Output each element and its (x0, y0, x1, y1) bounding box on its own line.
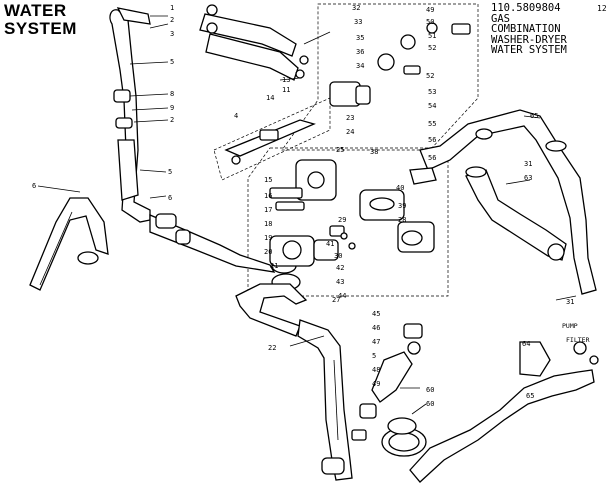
callout-24: 24 (346, 128, 354, 136)
callout-6: 6 (32, 182, 36, 190)
callout-21: 21 (270, 262, 278, 270)
pump-tag: PUMP (562, 322, 578, 330)
callout-31b: 31 (566, 298, 574, 306)
callout-13: 13 (282, 76, 290, 84)
description-line-1: GAS (491, 12, 510, 25)
callout-3: 3 (170, 30, 174, 38)
leader-lines (37, 15, 577, 415)
callout-51: 50 (426, 18, 434, 26)
callout-36: 36 (356, 48, 364, 56)
callout-20: 20 (264, 248, 272, 256)
callout-4: 4 (234, 112, 238, 120)
drain-pipe-22 (297, 319, 353, 481)
callout-42: 42 (336, 264, 344, 272)
callout-28: 28 (398, 216, 406, 224)
callout-8: 8 (170, 90, 174, 98)
callout-35: 35 (356, 34, 364, 42)
callout-18: 18 (264, 220, 272, 228)
callout-31: 31 (524, 160, 532, 168)
callout-60: 60 (426, 386, 434, 394)
callout-5b: 5 (168, 168, 172, 176)
model-info: 110.5809804 GAS COMBINATION WASHER-DRYER… (491, 3, 567, 56)
callout-52: 51 (428, 32, 436, 40)
callout-6b: 6 (168, 194, 172, 202)
callout-65: 65 (530, 112, 538, 120)
callout-49: 49 (372, 380, 380, 388)
callout-56: 55 (428, 120, 436, 128)
callout-57: 56 (428, 136, 436, 144)
mixing-valve-subassembly-box (247, 147, 449, 297)
callout-45: 45 (372, 310, 380, 318)
model-number: 110.5809804 (491, 2, 561, 14)
page-number: 12 (597, 4, 607, 13)
callout-39: 39 (398, 202, 406, 210)
fill-pipe-left (109, 7, 151, 223)
callout-16: 16 (264, 192, 272, 200)
description-line-2: COMBINATION (491, 23, 561, 35)
callout-33: 33 (354, 18, 362, 26)
callout-43: 43 (336, 278, 344, 286)
callout-32: 32 (352, 4, 360, 12)
callout-54: 53 (428, 88, 436, 96)
callout-17: 17 (264, 206, 272, 214)
filter-tag: FILTER (566, 336, 590, 344)
callout-27: 27 (332, 296, 340, 304)
callout-29: 29 (338, 216, 346, 224)
callout-55: 54 (428, 102, 436, 110)
callout-64: 64 (522, 340, 530, 348)
callout-11: 11 (282, 86, 290, 94)
inlet-hose-assembly (199, 4, 309, 81)
callout-53b: 52 (426, 72, 434, 80)
callout-5: 5 (170, 58, 174, 66)
callout-40: 40 (396, 184, 404, 192)
callout-9: 9 (170, 104, 174, 112)
callout-22: 22 (268, 344, 276, 352)
mixing-valve-assembly (269, 159, 435, 267)
callout-2b: 2 (170, 116, 174, 124)
drain-pipe-63 (465, 166, 567, 261)
callout-14: 14 (266, 94, 274, 102)
title-line-2: SYSTEM (4, 19, 77, 38)
callout-65b: 65 (526, 392, 534, 400)
callout-23: 23 (346, 114, 354, 122)
callout-57b: 56 (428, 154, 436, 162)
callout-53: 52 (428, 44, 436, 52)
callout-19: 19 (264, 234, 272, 242)
description-line-3: WASHER-DRYER (491, 33, 567, 46)
callout-5c: 5 (372, 352, 376, 360)
callout-1: 1 (170, 4, 174, 12)
callout-34: 34 (356, 62, 364, 70)
description-line-4: WATER SYSTEM (491, 44, 567, 56)
callout-46: 46 (372, 324, 380, 332)
small-fittings-column (351, 323, 423, 441)
callout-2: 2 (170, 16, 174, 24)
callout-47: 47 (372, 338, 380, 346)
callout-44: 44 (338, 292, 346, 300)
title-line-1: WATER (4, 1, 67, 20)
callout-30: 30 (334, 252, 342, 260)
callout-25: 25 (336, 146, 344, 154)
callout-63: 63 (524, 174, 532, 182)
callout-38: 38 (370, 148, 378, 156)
vent-pipe-right (409, 109, 597, 295)
valve-subassembly-box (281, 3, 479, 151)
callout-41: 41 (326, 240, 334, 248)
elbow-pipe-center (235, 283, 308, 337)
callout-15: 15 (264, 176, 272, 184)
callout-61: 60 (426, 400, 434, 408)
water-valve-upper (329, 22, 471, 107)
hose-14-group (224, 119, 316, 165)
diagram-title: WATER SYSTEM (4, 2, 77, 38)
callout-50: 49 (426, 6, 434, 14)
callout-labels: 1 2 3 5 8 9 2 5 6 6 4 14 13 11 32 33 35 … (32, 4, 590, 408)
pump-drain-pipe (381, 341, 599, 483)
drain-hose-left (29, 197, 109, 291)
callout-48: 48 (372, 366, 380, 374)
